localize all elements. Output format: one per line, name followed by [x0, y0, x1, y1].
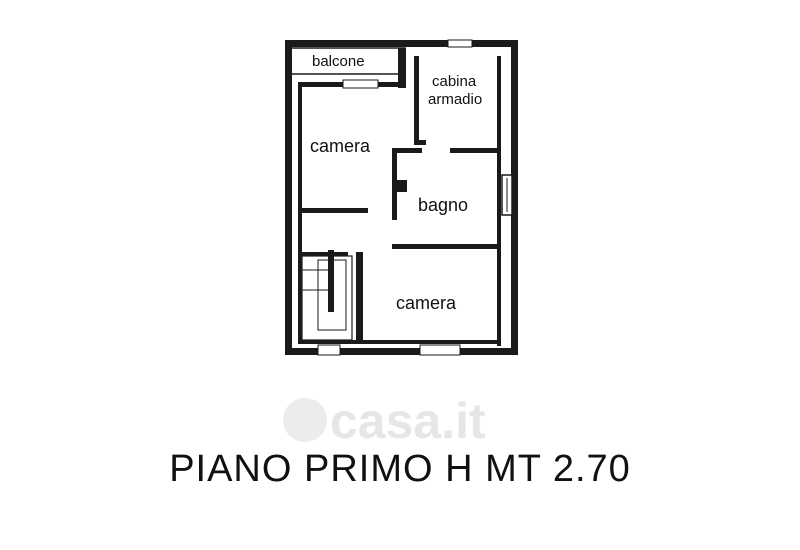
bathroom-walls: [392, 148, 501, 249]
bathroom-window: [501, 174, 513, 216]
room-label-bagno: bagno: [418, 195, 468, 215]
closet-walls: [414, 56, 501, 153]
room-label-camera-top: camera: [310, 136, 371, 156]
stairs: [298, 208, 368, 342]
floor-caption: PIANO PRIMO H MT 2.70: [169, 448, 631, 490]
watermark-logo-icon: [283, 398, 327, 442]
balcony-door: [342, 79, 379, 89]
watermark-text: casa.it: [330, 393, 486, 449]
room-label-balcone: balcone: [312, 53, 365, 70]
room-label-armadio: armadio: [428, 91, 482, 108]
top-window: [447, 39, 473, 48]
balcony: [289, 47, 406, 88]
bottom-windows: [317, 344, 461, 356]
room-label-cabina: cabina: [432, 73, 477, 90]
room-label-camera-bottom: camera: [396, 293, 457, 313]
watermark: casa.it: [283, 393, 486, 449]
